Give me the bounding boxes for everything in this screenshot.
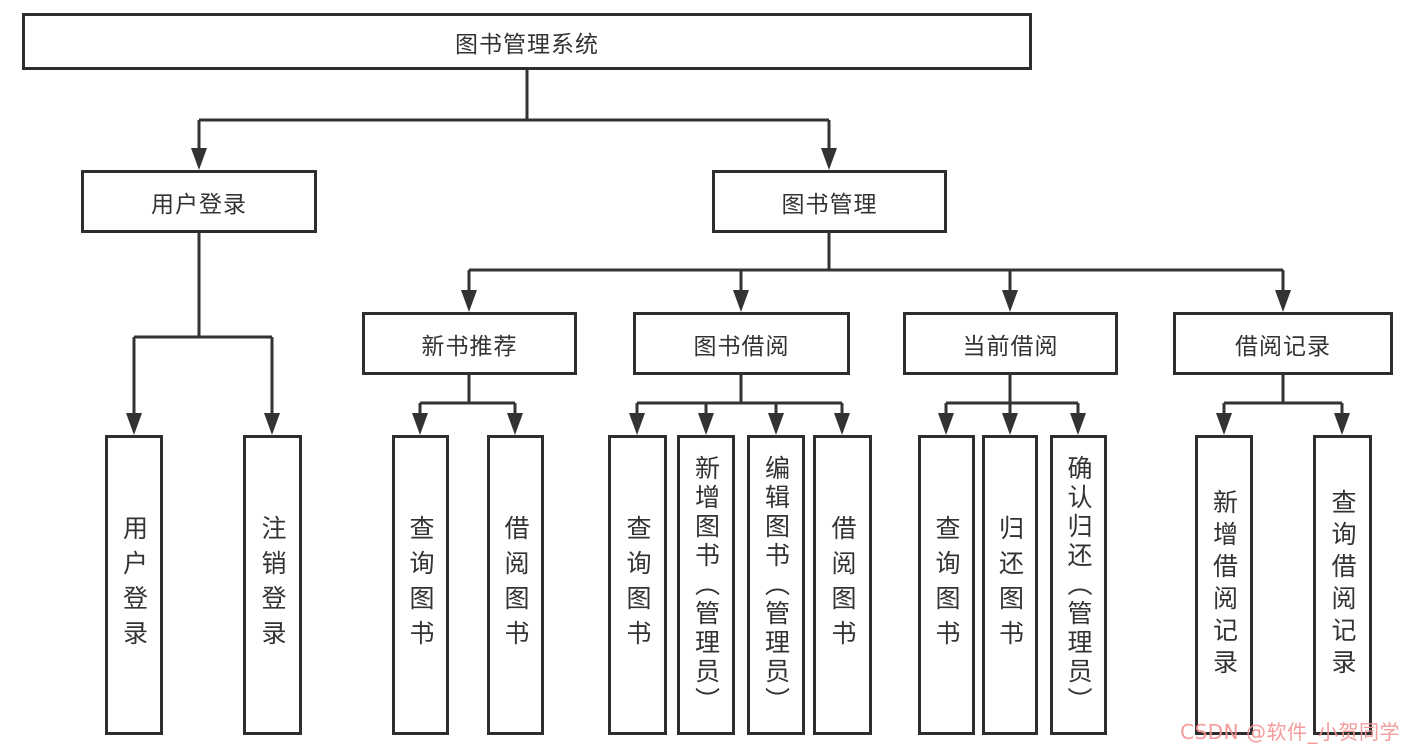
leaf-recommend-borrow-book: 借阅图书 (487, 435, 544, 735)
leaf-confirm-return-admin: 确认归还（管理员） (1050, 435, 1107, 735)
node-book-management-label: 图书管理 (781, 191, 878, 218)
leaf-current-query-book: 查询图书 (918, 435, 975, 735)
node-user-login: 用户登录 (81, 170, 317, 233)
node-user-login-label: 用户登录 (151, 191, 247, 218)
node-root-label: 图书管理系统 (455, 31, 599, 58)
arrowheads (126, 148, 1350, 435)
leaf-borrowing-borrow-book: 借阅图书 (813, 435, 872, 735)
leaf-return-book: 归还图书 (982, 435, 1038, 735)
node-book-borrowing: 图书借阅 (633, 312, 850, 375)
leaf-borrowing-query-book: 查询图书 (608, 435, 667, 735)
node-current-borrowing-label: 当前借阅 (962, 333, 1059, 360)
node-current-borrowing: 当前借阅 (903, 312, 1118, 375)
node-new-book-recommend: 新书推荐 (362, 312, 577, 375)
node-root-system: 图书管理系统 (22, 13, 1032, 70)
node-borrowing-records: 借阅记录 (1173, 312, 1393, 375)
leaf-recommend-query-book: 查询图书 (392, 435, 449, 735)
leaf-edit-book-admin: 编辑图书（管理员） (747, 435, 805, 735)
leaf-add-book-admin: 新增图书（管理员） (677, 435, 735, 735)
leaf-user-login: 用户登录 (105, 435, 163, 735)
csdn-watermark: CSDN @软件_小贺同学 (1180, 720, 1400, 744)
leaf-add-borrow-record: 新增借阅记录 (1195, 435, 1253, 735)
node-book-borrowing-label: 图书借阅 (693, 333, 790, 360)
leaf-logout: 注销登录 (243, 435, 302, 735)
node-book-management: 图书管理 (712, 170, 947, 233)
node-new-book-recommend-label: 新书推荐 (421, 333, 518, 360)
node-borrowing-records-label: 借阅记录 (1235, 333, 1331, 360)
leaf-query-borrow-record: 查询借阅记录 (1313, 435, 1372, 735)
